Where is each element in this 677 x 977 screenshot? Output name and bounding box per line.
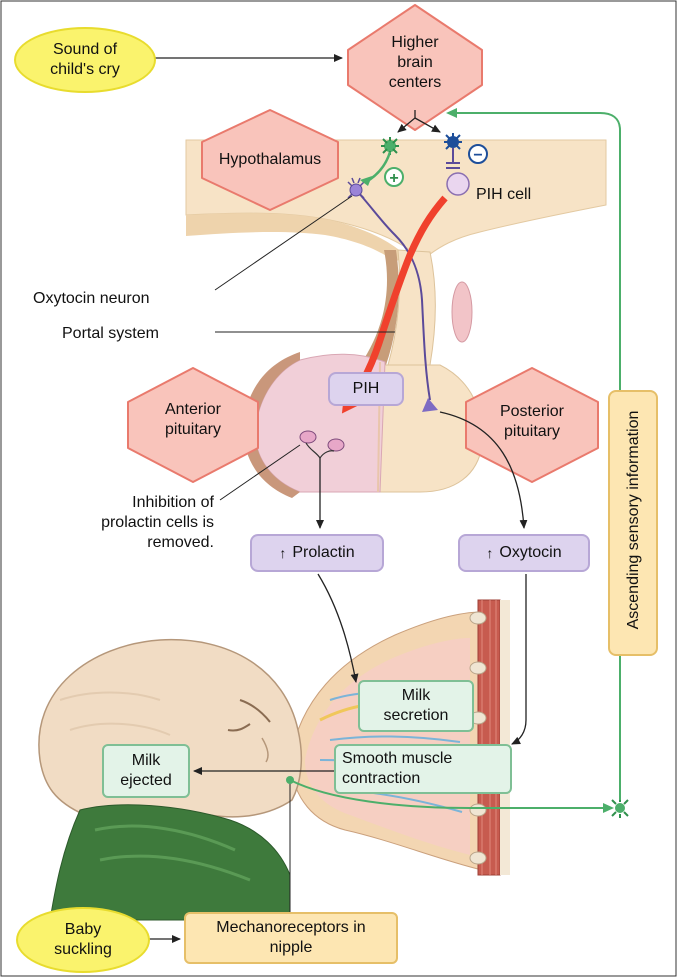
ascending-sensory-label: Ascending sensory information	[625, 410, 642, 630]
sound-of-cry-label: Sound of child's cry	[50, 41, 120, 78]
prolactin-box: ↑ Prolactin	[250, 534, 384, 572]
anterior-pituitary-rim	[243, 352, 300, 498]
hypothalamus-diamond	[201, 109, 339, 211]
minus-sign: −	[473, 147, 482, 164]
anterior-pituitary-diamond	[127, 367, 259, 483]
prolactin-to-secretion-arrow	[317, 573, 359, 683]
baby-head	[38, 638, 303, 827]
pih-cell-body	[446, 172, 470, 196]
to-oxytocin-arrow	[439, 411, 528, 529]
axon-terminal	[422, 398, 438, 412]
anterior-pituitary-label: Anterior pituitary	[164, 401, 222, 438]
sound-of-cry-oval: Sound of child's cry	[14, 27, 156, 93]
oxytocin-neuron-body	[349, 183, 363, 197]
ascending-sensory-bar	[608, 390, 658, 656]
smooth-muscle-label: Smooth muscle contraction	[342, 750, 453, 787]
hypothalamus-label: Hypothalamus	[218, 151, 322, 168]
milk-secretion-label: Milk secretion	[383, 687, 449, 724]
brain-tissue-fold	[186, 213, 406, 262]
plus-sign: +	[389, 170, 398, 187]
higher-brain-diamond	[347, 4, 483, 131]
oxytocin-to-muscle-arrow	[511, 574, 527, 745]
higher-brain-label: Higher brain centers	[388, 34, 442, 91]
up-arrow-icon: ↑	[486, 545, 494, 561]
oxytocin-neuron-label: Oxytocin neuron	[33, 290, 150, 307]
up-arrow-icon: ↑	[279, 545, 287, 561]
milk-secretion-box: Milk secretion	[358, 680, 474, 732]
prolactin-cell-1	[299, 430, 317, 444]
posterior-pituitary-diamond	[465, 367, 599, 483]
oxytocin-box: ↑ Oxytocin	[458, 534, 590, 572]
vessel	[451, 281, 473, 343]
inhibition-label: Inhibition of prolactin cells is removed…	[101, 494, 214, 551]
mechanoreceptors-box: Mechanoreceptors in nipple	[184, 912, 398, 964]
baby-blanket	[49, 804, 291, 921]
ascending-sensory-path	[446, 108, 621, 800]
oxytocin-axon	[355, 189, 431, 401]
milk-ejected-box: Milk ejected	[102, 744, 190, 798]
stalk-shadow	[360, 250, 399, 365]
oxytocin-neuron-leader	[214, 195, 353, 291]
smooth-muscle-box: Smooth muscle contraction	[334, 744, 512, 794]
pih-label: PIH	[352, 380, 380, 397]
plus-badge	[384, 167, 404, 187]
prolactin-label: Prolactin	[292, 544, 355, 561]
posterior-pituitary-label: Posterior pituitary	[499, 403, 565, 440]
pih-hormone-box: PIH	[328, 372, 404, 406]
sensory-to-spinal-path	[289, 779, 614, 813]
chest-muscle	[477, 599, 501, 876]
portal-system-label: Portal system	[62, 325, 159, 342]
mechanoreceptors-label: Mechanoreceptors in nipple	[216, 919, 366, 956]
oxytocin-label: Oxytocin	[499, 544, 562, 561]
milk-ejected-label: Milk ejected	[120, 752, 172, 789]
baby-suckling-label: Baby suckling	[54, 921, 112, 958]
inhibition-leader	[219, 444, 301, 501]
prolactin-cell-2	[327, 438, 345, 452]
pih-cell-label: PIH cell	[476, 186, 532, 203]
minus-badge	[468, 144, 488, 164]
baby-suckling-oval: Baby suckling	[16, 907, 150, 973]
